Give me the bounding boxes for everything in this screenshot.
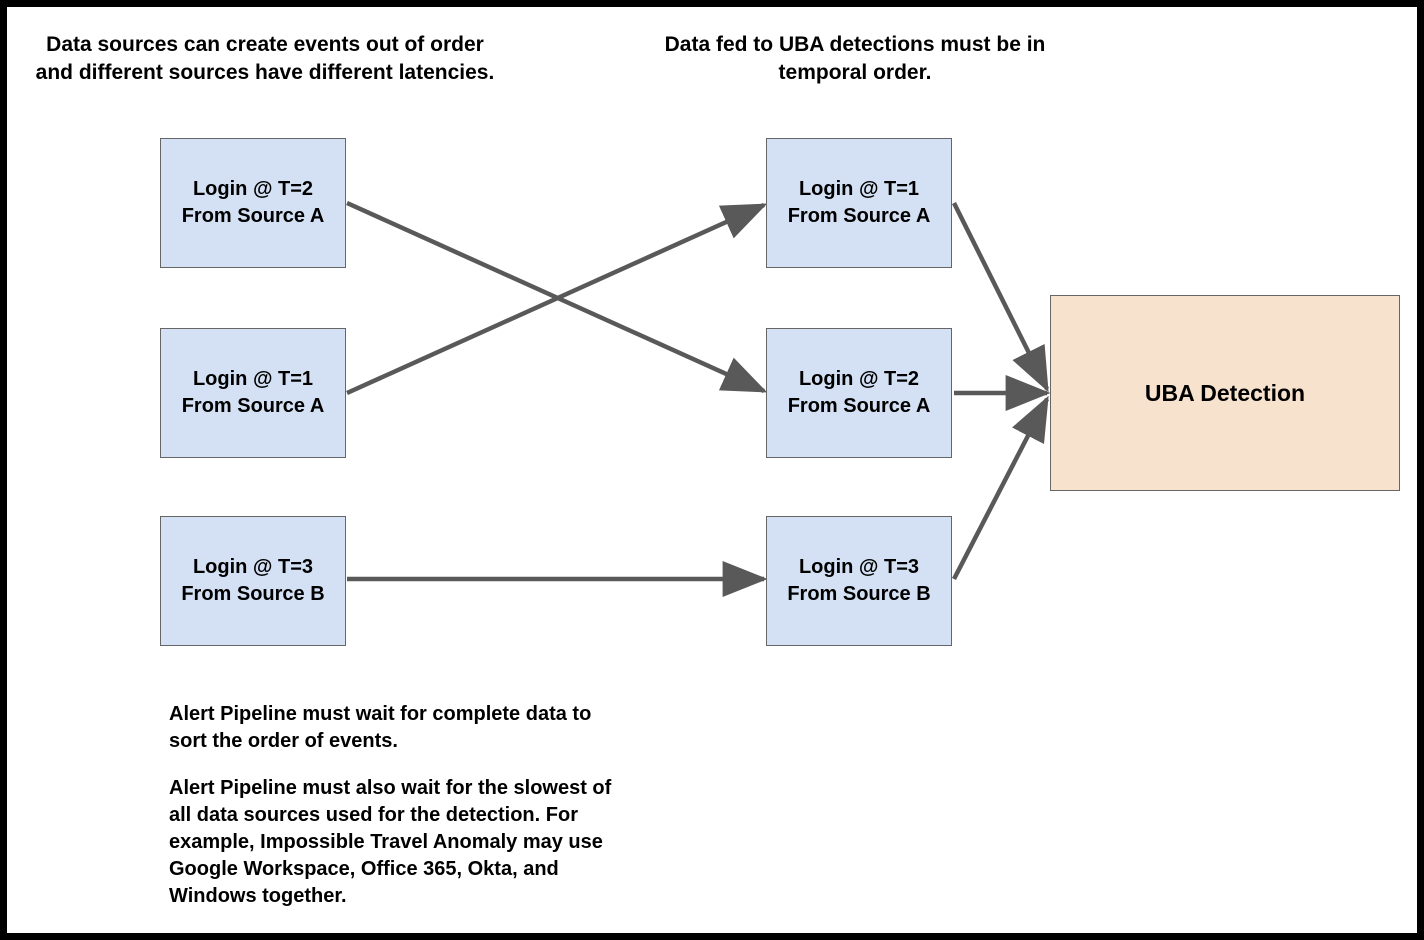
note-sort-order: Alert Pipeline must wait for complete da… <box>169 703 592 752</box>
event-box-source-t3-b[interactable]: Login @ T=3 From Source B <box>160 516 346 646</box>
edge-src-t2-to-ord-t2 <box>346 200 768 394</box>
event-box-ordered-t1-a[interactable]: Login @ T=1 From Source A <box>766 138 952 268</box>
uba-detection-box[interactable]: UBA Detection <box>1050 295 1400 491</box>
edge-ord-t3-to-detection <box>952 395 1049 581</box>
edge-ord-t1-to-detection <box>951 201 1050 393</box>
note-slowest-source: Alert Pipeline must also wait for the sl… <box>169 777 612 907</box>
edge-src-t1-to-ord-t1 <box>346 202 768 396</box>
caption-left-column: Data sources can create events out of or… <box>35 33 495 84</box>
event-box-source-t1-a[interactable]: Login @ T=1 From Source A <box>160 328 346 458</box>
event-box-ordered-t3-b[interactable]: Login @ T=3 From Source B <box>766 516 952 646</box>
diagram-stage: Data sources can create events out of or… <box>7 7 1417 933</box>
caption-right-column: Data fed to UBA detections must be in te… <box>664 33 1046 84</box>
event-box-source-t2-a[interactable]: Login @ T=2 From Source A <box>160 138 346 268</box>
event-box-ordered-t2-a[interactable]: Login @ T=2 From Source A <box>766 328 952 458</box>
